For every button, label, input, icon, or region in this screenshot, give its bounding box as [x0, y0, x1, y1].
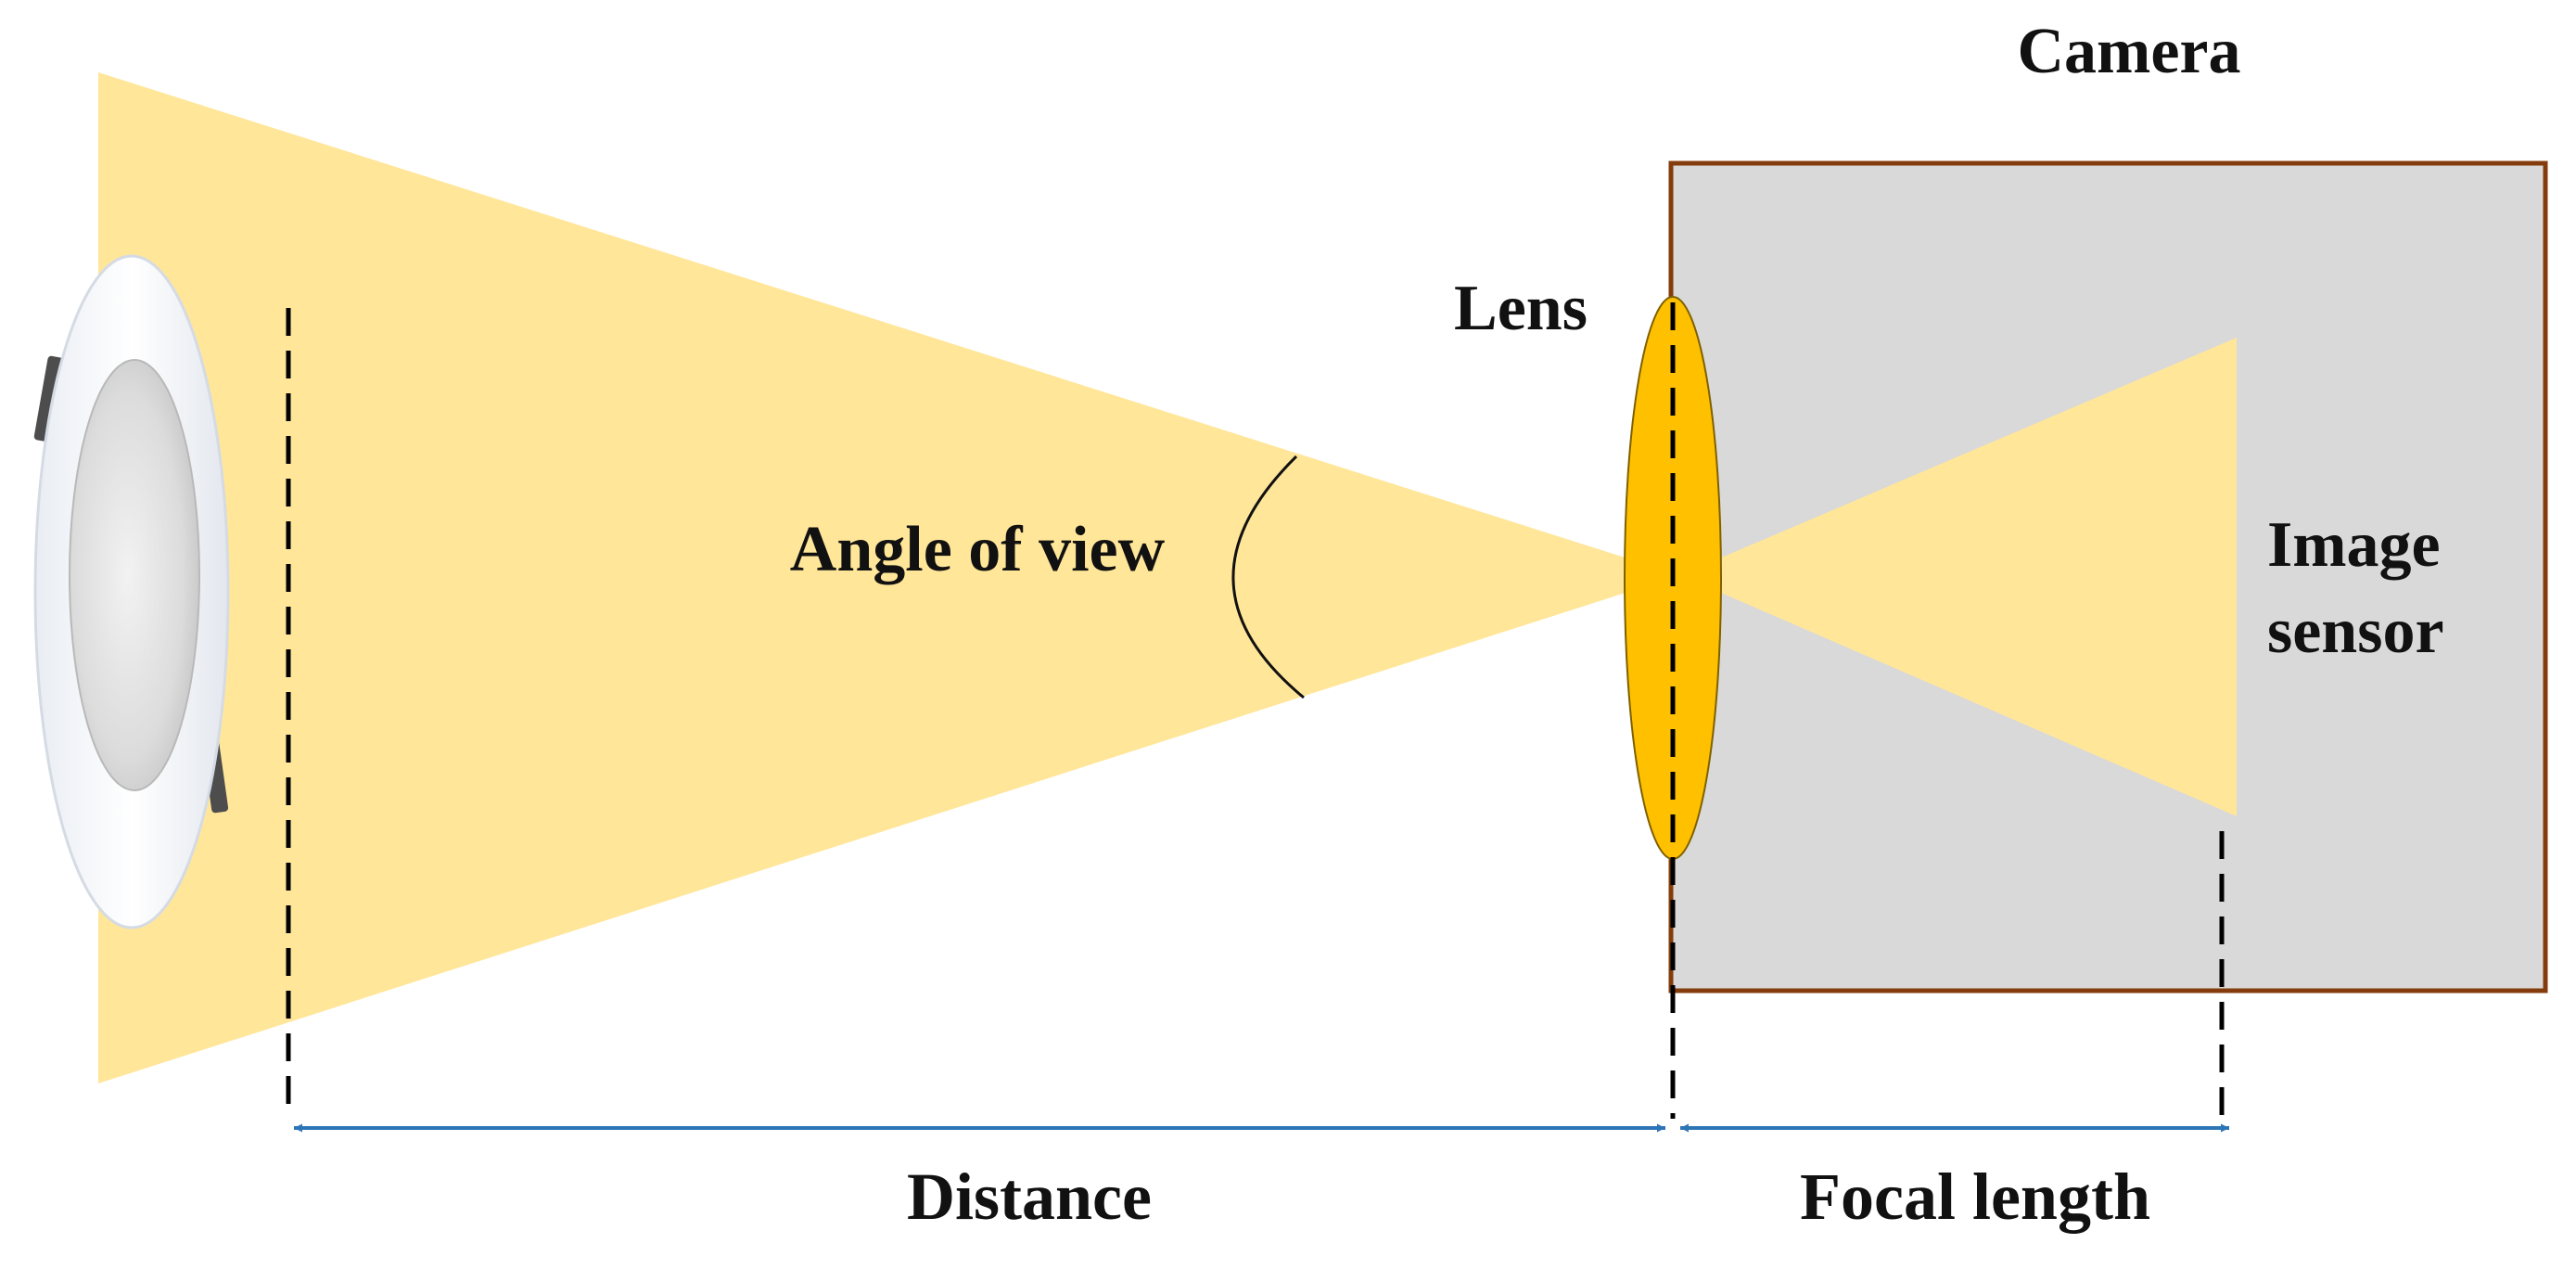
downlight-fixture-icon — [33, 254, 230, 929]
image-projection-cone — [1680, 338, 2237, 816]
field-of-view-cone — [98, 72, 1680, 1083]
image-sensor-label-line1: Image — [2267, 509, 2441, 581]
angle-of-view-label: Angle of view — [790, 514, 1166, 585]
lens-label: Lens — [1454, 273, 1588, 344]
image-sensor-label-line2: sensor — [2267, 596, 2444, 667]
angle-arc — [1231, 455, 1305, 699]
camera-label: Camera — [2017, 16, 2240, 87]
distance-label: Distance — [907, 1160, 1152, 1234]
focal-length-label: Focal length — [1800, 1160, 2150, 1234]
